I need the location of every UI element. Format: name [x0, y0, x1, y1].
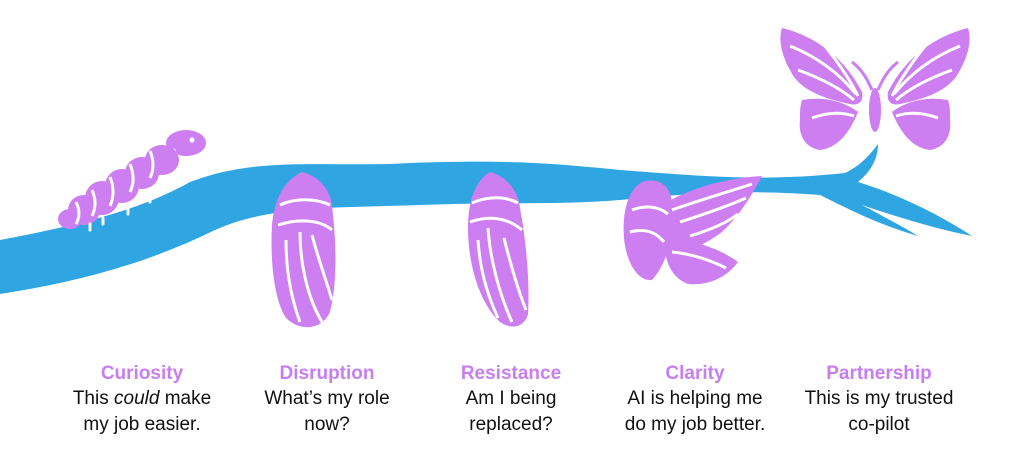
stage-clarity: Clarity AI is helping me do my job bette…	[600, 362, 790, 438]
stage-description-line-1: AI is helping me	[627, 388, 763, 409]
stage-title: Disruption	[279, 363, 375, 384]
stage-disruption: Disruption What’s my role now?	[232, 362, 422, 438]
description-text: make	[159, 388, 212, 409]
stage-curiosity: Curiosity This could make my job easier.	[47, 362, 237, 438]
stage-description-line-1: What’s my role	[264, 388, 390, 409]
butterfly-icon	[780, 28, 970, 150]
stage-title: Clarity	[665, 363, 725, 384]
stage-description-line-2: do my job better.	[624, 414, 766, 435]
stage-description-line-1: This could make	[47, 386, 237, 412]
description-text: This	[72, 388, 114, 409]
caterpillar-icon	[58, 130, 206, 232]
stage-description-line-2: now?	[304, 414, 350, 435]
description-emphasis: could	[114, 388, 160, 409]
chrysalis-icon	[271, 172, 336, 328]
stage-description-line-2: co-pilot	[848, 414, 910, 435]
stage-resistance: Resistance Am I being replaced?	[416, 362, 606, 438]
emerging-butterfly-icon	[623, 176, 762, 285]
stage-title: Curiosity	[100, 363, 184, 384]
stage-description-line-2: my job easier.	[83, 414, 201, 435]
stage-description-line-1: Am I being	[465, 388, 557, 409]
stage-description-line-2: replaced?	[469, 414, 553, 435]
chrysalis-icon	[468, 172, 529, 327]
stage-description-line-1: This is my trusted	[804, 388, 954, 409]
stage-partnership: Partnership This is my trusted co-pilot	[784, 362, 974, 438]
stage-title: Resistance	[460, 363, 562, 384]
stage-title: Partnership	[826, 363, 932, 384]
